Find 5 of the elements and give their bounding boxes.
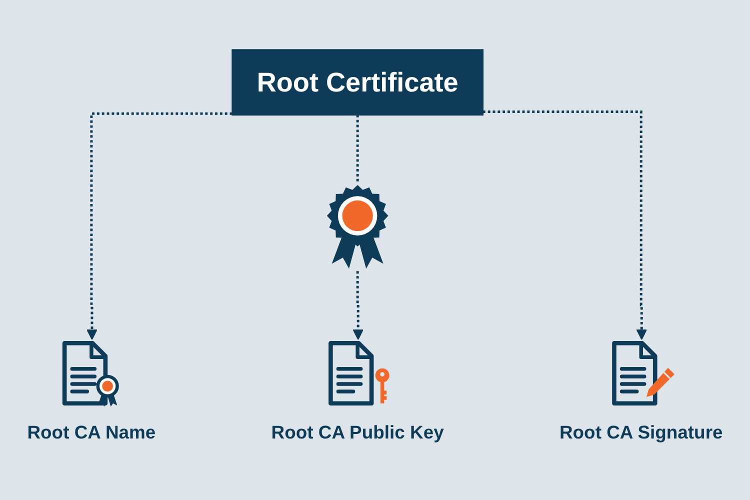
dotted-arrow [352, 270, 364, 340]
certificate-title-box: Root Certificate [232, 49, 484, 116]
dotted-line [356, 114, 359, 183]
dotted-arrow [86, 112, 232, 340]
dotted-arrow [482, 110, 648, 340]
